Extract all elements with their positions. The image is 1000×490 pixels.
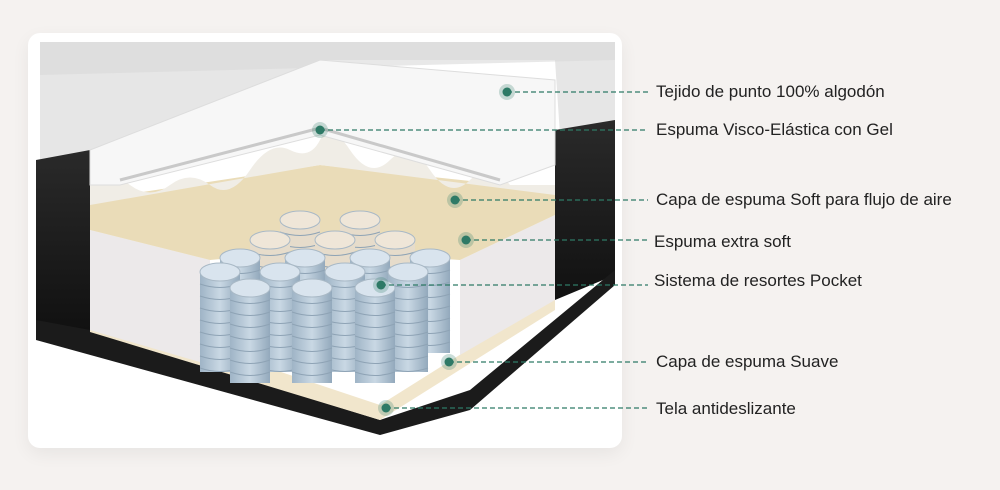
callout-dot <box>315 125 325 135</box>
callout-dot <box>461 235 471 245</box>
quilted-top-cover <box>40 42 615 160</box>
label-visco-gel: Espuma Visco-Elástica con Gel <box>656 120 893 139</box>
spring <box>354 278 396 383</box>
bottom-foam-layer <box>90 295 555 420</box>
label-pocket-springs: Sistema de resortes Pocket <box>654 271 862 290</box>
callout-lines <box>312 84 648 416</box>
callout-dot <box>381 403 391 413</box>
label-extra-soft: Espuma extra soft <box>654 232 792 251</box>
bottom-base <box>36 270 615 435</box>
callout-dot <box>376 280 386 290</box>
label-anti-slip: Tela antideslizante <box>656 399 796 418</box>
label-soft-foam: Capa de espuma Suave <box>656 352 839 371</box>
callout-dot <box>502 87 512 97</box>
spring <box>291 278 333 383</box>
extra-soft-layer <box>90 165 555 260</box>
right-side-panel <box>555 120 615 300</box>
left-side-panel <box>36 150 90 330</box>
egg-crate-foam-layer <box>90 132 555 205</box>
visco-gel-foam-layer <box>89 59 556 186</box>
callout-dot <box>444 357 454 367</box>
callout-dot <box>450 195 460 205</box>
right-foam-wall <box>460 215 555 355</box>
pocket-springs <box>199 210 451 383</box>
left-foam-wall <box>90 230 210 365</box>
label-cotton-knit: Tejido de punto 100% algodón <box>656 82 885 101</box>
spring <box>229 278 271 383</box>
label-airflow-foam: Capa de espuma Soft para flujo de aire <box>656 190 952 209</box>
